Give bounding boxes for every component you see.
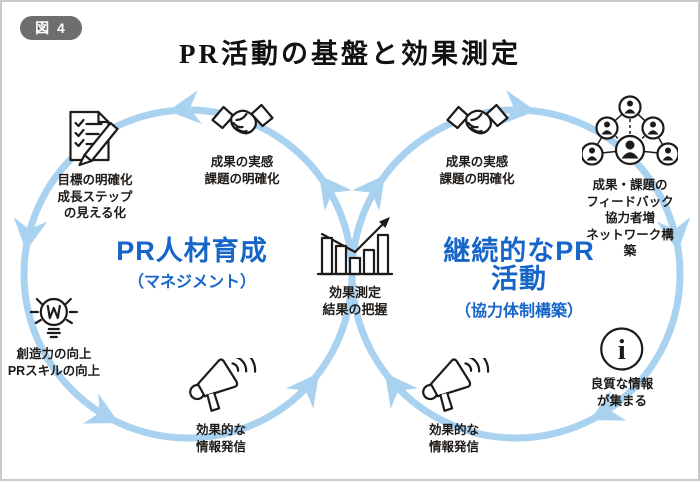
megaphone-icon: [189, 358, 257, 412]
flow-arrowhead: [590, 390, 627, 421]
node-results-right: 成果の実感 課題の明確化: [439, 98, 515, 187]
node-label: 成果の実感 課題の明確化: [439, 155, 515, 186]
handshake-icon: [210, 103, 274, 135]
svg-text:i: i: [618, 334, 626, 366]
lightbulb-icon: [29, 297, 79, 339]
handshake-icon: [445, 103, 509, 135]
flow-arrowhead: [656, 216, 691, 251]
flow-arrowhead: [319, 175, 352, 211]
node-effect-measurement: 効果測定 結果の把握: [317, 214, 393, 318]
node-outreach-left: 効果的な 情報発信: [183, 358, 259, 455]
info-icon: i: [600, 327, 644, 371]
node-goal-clarification: 目標の明確化 成長ステップ の見える化: [57, 108, 133, 222]
megaphone-icon: [422, 358, 490, 412]
left-cycle-title: PR人材育成: [116, 236, 268, 266]
node-label: 創造力の向上 PRスキルの向上: [7, 347, 101, 378]
flow-arrowhead: [352, 175, 385, 211]
node-label: 成果・課題の フィードバック 協力者増 ネットワーク構築: [586, 178, 674, 258]
node-label: 効果的な 情報発信: [428, 423, 479, 454]
checklist-pencil-icon: [68, 110, 119, 167]
node-results-left: 成果の実感 課題の明確化: [204, 98, 280, 187]
right-cycle-subtitle: （協力体制構築）: [454, 302, 583, 320]
flow-arrowhead: [385, 373, 418, 409]
node-network-building: 成果・課題の フィードバック 協力者増 ネットワーク構築: [582, 95, 678, 260]
node-label: 良質な情報 が集まる: [590, 377, 654, 408]
right-cycle-title: 継続的なPR活動: [443, 236, 595, 295]
figure-number-badge: 図 4: [20, 16, 82, 40]
node-label: 効果的な 情報発信: [195, 423, 246, 454]
bar-chart-icon: [317, 217, 393, 276]
left-cycle-heading: PR人材育成 （マネジメント）: [116, 237, 268, 292]
left-cycle-subtitle: （マネジメント）: [127, 274, 257, 292]
node-creativity: 創造力の向上 PRスキルの向上: [8, 292, 100, 379]
flow-arrowhead: [82, 393, 119, 424]
right-cycle-heading: 継続的なPR活動 （協力体制構築）: [430, 237, 609, 321]
node-label: 目標の明確化 成長ステップ の見える化: [57, 173, 133, 220]
node-outreach-right: 効果的な 情報発信: [416, 358, 492, 455]
flow-arrowhead: [286, 373, 319, 409]
node-label: 成果の実感 課題の明確化: [204, 155, 280, 186]
network-icon: [582, 95, 678, 166]
flow-arrowhead: [168, 90, 202, 124]
node-quality-info: i 良質な情報 が集まる: [590, 326, 654, 409]
flow-arrowhead: [502, 90, 536, 124]
node-label: 効果測定 結果の把握: [322, 285, 388, 318]
flow-arrowhead: [13, 216, 48, 251]
diagram-title: PR活動の基盤と効果測定: [179, 39, 521, 69]
